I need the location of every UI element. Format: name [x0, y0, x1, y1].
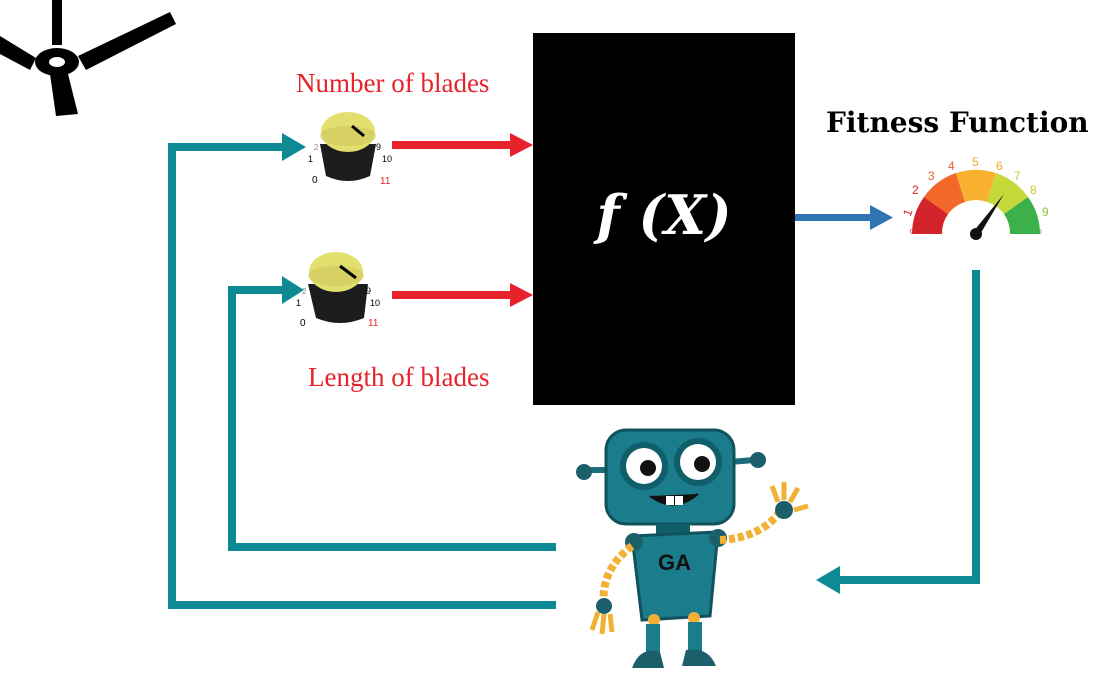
genetic-algorithm-robot-icon: GA [576, 428, 809, 668]
knob-scale-max: 11 [368, 318, 379, 329]
gauge-tick-2: 2 [912, 183, 919, 197]
gauge-tick-3: 3 [928, 169, 935, 183]
number-of-blades-label: Number of blades [296, 68, 490, 98]
knob-scale-min: 0 [300, 318, 306, 329]
robot-badge-label: GA [658, 550, 691, 575]
gauge-tick-6: 6 [996, 159, 1003, 173]
fitness-function-title: Fitness Function [826, 106, 1089, 139]
gauge-tick-0: 0 [910, 229, 914, 236]
knob-scale-low2: 2 [302, 287, 307, 296]
ceiling-fan-icon [0, 0, 176, 116]
knob-scale-min: 0 [312, 175, 318, 186]
knob-scale-high2: 10 [382, 154, 392, 164]
function-label: f (X) [596, 183, 732, 247]
number-of-blades-knob-icon[interactable]: 0 1 2 9 10 11 [300, 106, 400, 190]
gauge-tick-1: 1 [900, 207, 916, 218]
fitness-gauge-icon: 0 1 2 3 4 5 6 7 8 9 10 [900, 155, 1049, 240]
gauge-tick-4: 4 [948, 159, 955, 173]
output-arrow [795, 205, 893, 230]
length-of-blades-knob-icon[interactable]: 0 1 2 9 10 11 [294, 248, 394, 332]
input-arrow-number-of-blades [392, 133, 533, 157]
length-of-blades-label: Length of blades [308, 362, 490, 392]
gauge-tick-8: 8 [1030, 183, 1037, 197]
knob-scale-low: 1 [296, 298, 301, 308]
feedback-arrow-ga-to-number-knob [168, 133, 556, 609]
knob-scale-low: 1 [308, 154, 313, 164]
feedback-arrow-ga-to-length-knob [228, 276, 556, 551]
knob-scale-high2: 10 [370, 298, 380, 308]
knob-scale-max: 11 [380, 176, 391, 187]
input-arrow-length-of-blades [392, 283, 533, 307]
knob-scale-low2: 2 [314, 143, 319, 152]
objective-function-box: f (X) [533, 33, 795, 405]
knob-scale-high: 9 [376, 142, 381, 152]
knob-scale-high: 9 [366, 286, 371, 296]
gauge-tick-5: 5 [972, 155, 979, 169]
feedback-arrow-gauge-to-ga [816, 270, 980, 594]
gauge-tick-9: 9 [1042, 205, 1049, 219]
gauge-tick-7: 7 [1014, 169, 1021, 183]
gauge-tick-10: 10 [1034, 229, 1042, 236]
